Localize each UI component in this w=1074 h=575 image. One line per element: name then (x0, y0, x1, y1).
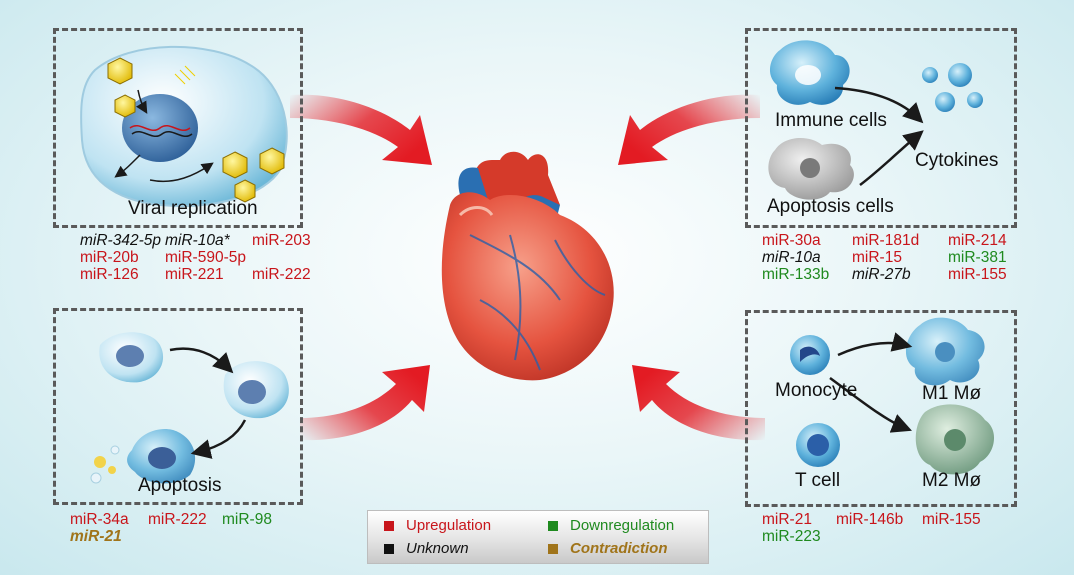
arrow-bottom-left (300, 365, 430, 441)
mir-item: miR-146b (836, 511, 904, 528)
mir-item: miR-10a* (165, 232, 230, 249)
mir-item: miR-34a (70, 511, 129, 528)
mir-item: miR-98 (222, 511, 272, 528)
mir-item: miR-342-5p (80, 232, 161, 249)
monocyte-label: Monocyte (775, 380, 858, 401)
legend: Upregulation Downregulation Unknown Cont… (367, 510, 709, 564)
mir-item: miR-222 (252, 266, 311, 283)
immune-cells-label: Immune cells (775, 110, 887, 131)
mir-item: miR-223 (762, 528, 821, 545)
legend-unknown: Unknown (384, 540, 469, 557)
viral-replication-illustration (80, 45, 288, 207)
panel-viral-replication (53, 28, 303, 228)
mir-item: miR-222 (148, 511, 207, 528)
downregulation-swatch (548, 520, 558, 531)
apoptosis-illustration (90, 332, 289, 484)
mir-item: miR-30a (762, 232, 821, 249)
arrow-top-right (618, 94, 760, 165)
legend-downregulation-label: Downregulation (570, 517, 675, 534)
contradiction-swatch (548, 543, 558, 554)
mir-item: miR-214 (948, 232, 1007, 249)
mir-item: miR-221 (165, 266, 224, 283)
mir-item: miR-21 (70, 528, 122, 545)
m2-macrophage-label: M2 Mø (922, 470, 982, 491)
tcell-label: T cell (795, 470, 841, 491)
mir-item: miR-155 (922, 511, 981, 528)
mir-item: miR-126 (80, 266, 139, 283)
mir-item: miR-10a (762, 249, 821, 266)
mir-item: miR-181d (852, 232, 920, 249)
heart-illustration (441, 151, 614, 381)
panel-apoptosis (53, 308, 303, 505)
immune-cells-illustration (768, 40, 983, 200)
mir-item: miR-133b (762, 266, 830, 283)
mir-item: miR-155 (948, 266, 1007, 283)
viral-replication-label: Viral replication (128, 198, 258, 219)
cytokines-label: Cytokines (915, 150, 999, 171)
arrow-top-left (290, 94, 432, 165)
arrow-bottom-right (632, 365, 765, 441)
apoptosis-cells-label: Apoptosis cells (767, 196, 894, 217)
legend-upregulation-label: Upregulation (406, 517, 492, 534)
legend-contradiction: Contradiction (548, 540, 668, 557)
mir-item: miR-590-5p (165, 249, 246, 266)
apoptosis-label: Apoptosis (138, 475, 222, 496)
legend-unknown-label: Unknown (406, 540, 469, 557)
mir-item: miR-15 (852, 249, 902, 266)
upregulation-swatch (384, 520, 394, 531)
legend-downregulation: Downregulation (548, 517, 674, 534)
mir-item: miR-27b (852, 266, 911, 283)
mir-item: miR-381 (948, 249, 1007, 266)
mir-item: miR-20b (80, 249, 139, 266)
m1-macrophage-label: M1 Mø (922, 383, 982, 404)
macrophage-illustration (790, 317, 995, 475)
legend-contradiction-label: Contradiction (570, 540, 668, 557)
panel-immune-cytokines (745, 28, 1017, 228)
mir-item: miR-203 (252, 232, 311, 249)
legend-upregulation: Upregulation (384, 517, 491, 534)
mir-item: miR-21 (762, 511, 812, 528)
unknown-swatch (384, 543, 394, 554)
panel-macrophage (745, 310, 1017, 507)
